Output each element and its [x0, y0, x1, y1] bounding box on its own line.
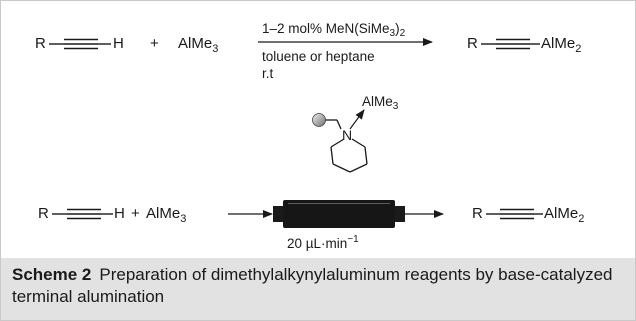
top-solvent-label: toluene or heptane — [262, 49, 375, 64]
top-plus-sign: + — [150, 35, 159, 52]
top-product-r: R — [467, 35, 478, 52]
top-reaction: R H + AlMe3 1–2 mol% MeN(SiMe3)2 toluene… — [35, 21, 581, 81]
bottom-product-triple-bond — [486, 208, 543, 220]
top-temperature-label: r.t — [262, 66, 274, 81]
top-product-almet: AlMe2 — [541, 35, 581, 55]
caption-text: Preparation of dimethylalkynylaluminum r… — [12, 265, 613, 306]
piperidine-nitrogen: N — [342, 127, 352, 143]
top-product-triple-bond — [481, 38, 540, 50]
top-reagent: AlMe3 — [178, 35, 218, 55]
bottom-reaction: R H + AlMe3 20 µL·min−1 — [38, 94, 584, 251]
bottom-reactant-triple-bond — [52, 208, 113, 220]
bottom-reactant-r: R — [38, 205, 49, 222]
flow-column-cartridge — [273, 200, 405, 228]
top-reactant-triple-bond — [49, 38, 111, 50]
top-reactant-r: R — [35, 35, 46, 52]
caption-label: Scheme 2 — [12, 265, 92, 284]
flow-rate-label: 20 µL·min−1 — [287, 234, 359, 251]
bottom-product-r: R — [472, 205, 483, 222]
top-catalyst-label: 1–2 mol% MeN(SiMe3)2 — [262, 21, 406, 39]
resin-bead-icon — [312, 113, 326, 127]
coordination-arrow — [349, 109, 365, 130]
resin-almet-complex: AlMe3 — [362, 94, 399, 112]
supported-piperidine-resin: N AlMe3 — [312, 94, 399, 173]
piperidine-ring-bonds — [325, 119, 368, 173]
bottom-plus-sign: + — [131, 205, 140, 222]
bottom-reagent: AlMe3 — [146, 205, 186, 225]
top-reactant-h: H — [113, 35, 124, 52]
bottom-reactant-h: H — [114, 205, 125, 222]
bottom-product-almet: AlMe2 — [544, 205, 584, 225]
reaction-scheme: R H + AlMe3 1–2 mol% MeN(SiMe3)2 toluene… — [35, 21, 584, 251]
